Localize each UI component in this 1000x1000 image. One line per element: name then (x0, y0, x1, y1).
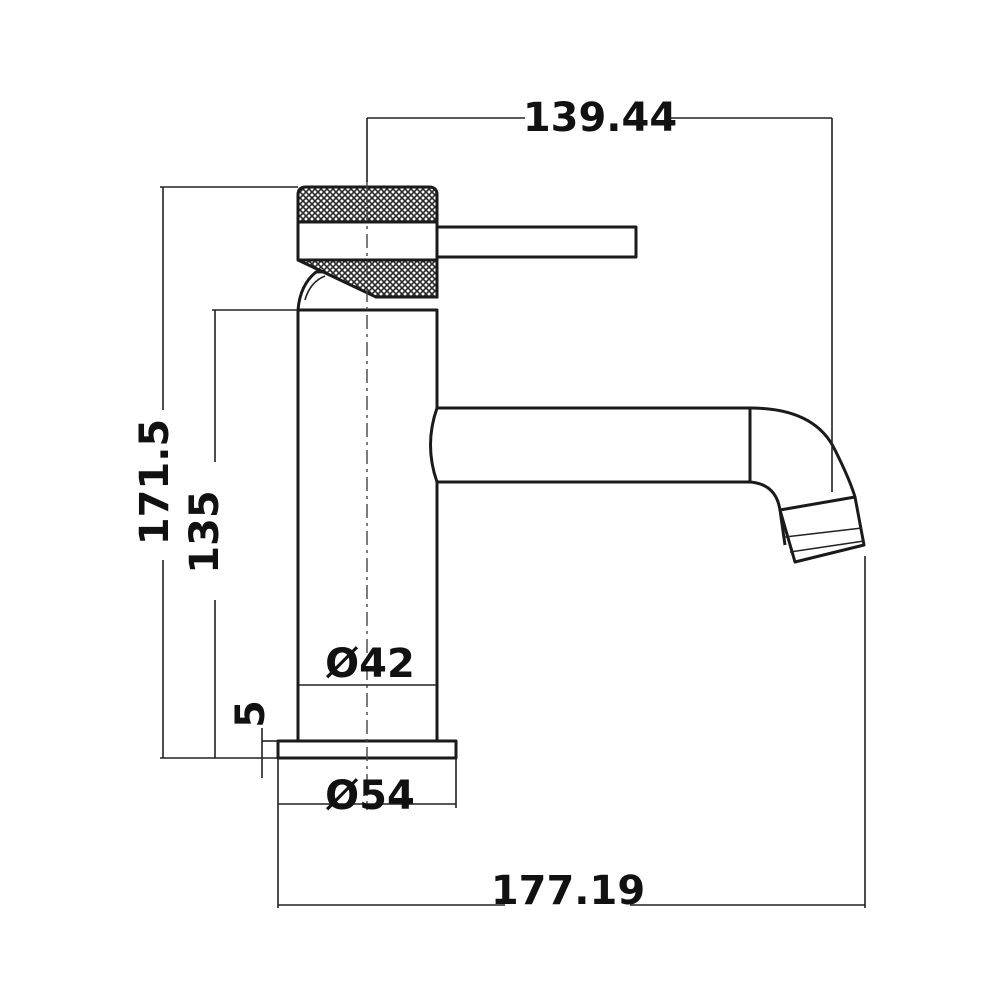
spout-collar (429, 407, 439, 483)
dome-inner (304, 275, 326, 301)
spout-bend (749, 406, 857, 546)
base-thickness-label: 5 (228, 700, 274, 728)
spout-reach-label: 139.44 (523, 95, 677, 141)
base-diameter-label: Ø54 (325, 773, 415, 819)
body-height-label: 135 (182, 490, 228, 574)
aerator-nozzle (778, 495, 866, 564)
dim-body-height: 135 (182, 309, 298, 758)
spout-pipe (437, 406, 752, 484)
overall-height-label: 171.5 (132, 419, 178, 546)
dim-spout-reach: 139.44 (366, 95, 833, 492)
faucet-body-group (276, 185, 866, 760)
aerator-ring (784, 527, 865, 553)
handle-dome (296, 268, 438, 311)
dim-overall-height: 171.5 (132, 186, 298, 759)
dim-overall-depth: 177.19 (278, 556, 866, 914)
overall-depth-label: 177.19 (491, 868, 645, 914)
body-diameter-label: Ø42 (325, 641, 415, 687)
lever (437, 225, 638, 259)
dim-base-diameter: Ø54 (277, 758, 457, 908)
knurl-top-cap (296, 185, 439, 224)
dim-body-diameter: Ø42 (298, 641, 437, 687)
dim-base-thickness: 5 (228, 700, 278, 778)
